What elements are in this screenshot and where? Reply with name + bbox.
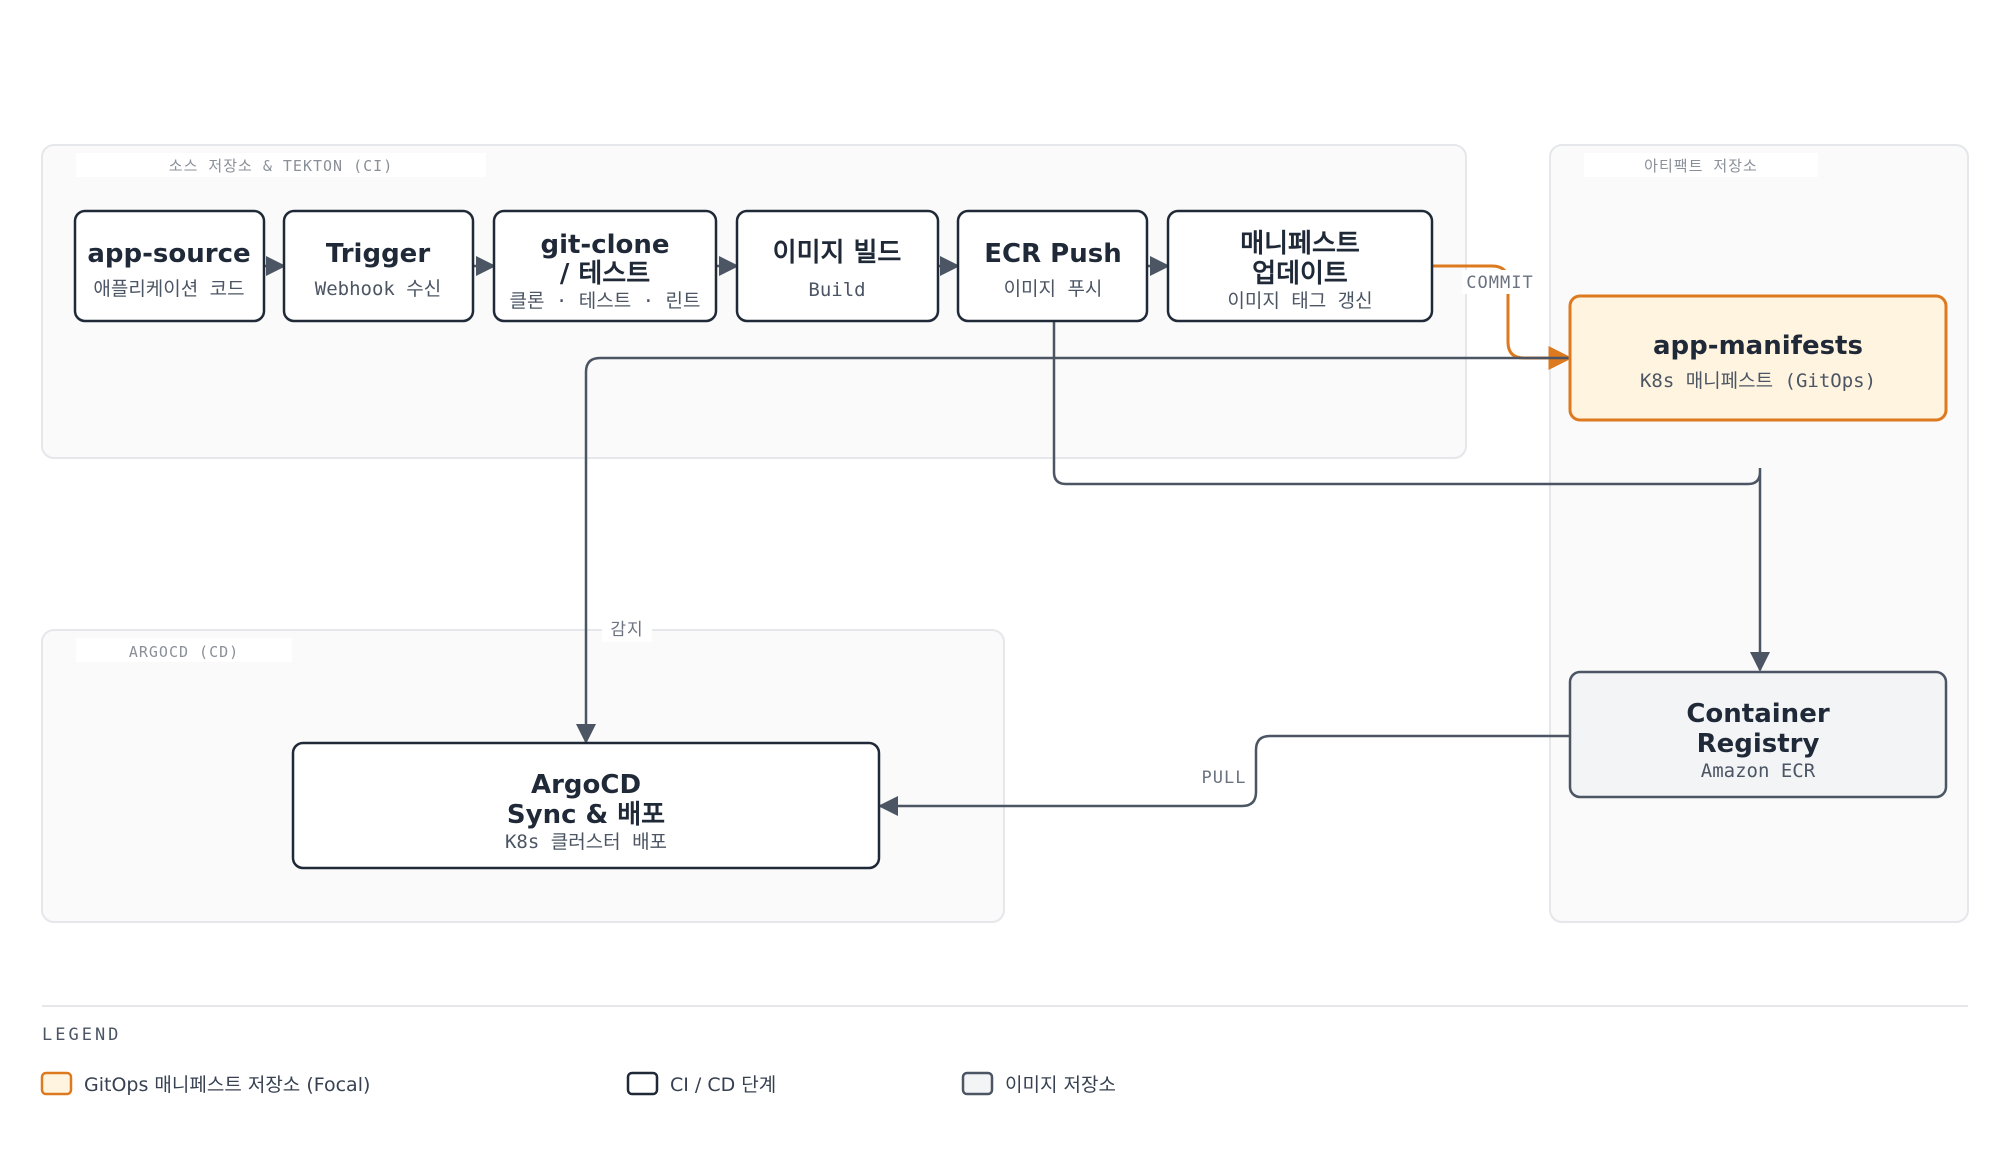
legend-item-step: CI / CD 단계 xyxy=(626,1071,776,1096)
node-argocd-title-2: Sync & 배포 xyxy=(507,800,665,830)
group-cd-title: ARGOCD (CD) xyxy=(129,643,239,661)
node-ecr-push[interactable]: ECR Push 이미지 푸시 xyxy=(956,209,1149,323)
edge-detect xyxy=(576,356,1570,744)
node-app-manifests-title: app-manifests xyxy=(1653,331,1863,361)
node-image-build[interactable]: 이미지 빌드 Build xyxy=(735,209,940,323)
legend-label-step: CI / CD 단계 xyxy=(670,1074,776,1096)
node-container-registry[interactable]: Container Registry Amazon ECR xyxy=(1568,670,1948,799)
node-image-build-sub: Build xyxy=(808,279,865,301)
node-container-registry-sub: Amazon ECR xyxy=(1701,760,1816,782)
node-app-manifests-sub: K8s 매니페스트 (GitOps) xyxy=(1640,370,1876,392)
node-image-build-title: 이미지 빌드 xyxy=(773,238,902,268)
node-git-clone-sub: 클론 · 테스트 · 린트 xyxy=(510,290,701,312)
node-app-source[interactable]: app-source 애플리케이션 코드 xyxy=(73,209,266,323)
edge-labels: COMMIT 감지 PULL xyxy=(602,270,1538,790)
group-ci-title: 소스 저장소 & TEKTON (CI) xyxy=(169,157,393,175)
node-container-registry-title-2: Registry xyxy=(1697,729,1820,759)
node-argocd-sub: K8s 클러스터 배포 xyxy=(505,831,667,853)
legend-swatch-focal xyxy=(40,1071,73,1096)
legend-swatch-step xyxy=(626,1071,659,1096)
node-trigger-title: Trigger xyxy=(326,239,430,269)
legend-label-focal: GitOps 매니페스트 저장소 (Focal) xyxy=(84,1074,370,1096)
node-argocd-title-1: ArgoCD xyxy=(531,770,641,800)
group-artifacts-title: 아티팩트 저장소 xyxy=(1644,157,1758,175)
node-app-source-sub: 애플리케이션 코드 xyxy=(93,278,244,300)
edge-pull xyxy=(878,734,1570,816)
legend-item-focal: GitOps 매니페스트 저장소 (Focal) xyxy=(40,1071,370,1096)
edge-label-pull: PULL xyxy=(1202,768,1247,788)
node-ecr-push-sub: 이미지 푸시 xyxy=(1004,278,1103,300)
legend: LEGEND GitOps 매니페스트 저장소 (Focal) CI / CD … xyxy=(40,1005,1968,1096)
edge-push-registry xyxy=(1052,320,1770,672)
edges xyxy=(264,256,1770,816)
node-git-clone-title-1: git-clone xyxy=(540,230,669,260)
node-manifest-update-sub: 이미지 태그 갱신 xyxy=(1227,290,1372,312)
legend-label-registry: 이미지 저장소 xyxy=(1005,1074,1116,1096)
node-trigger[interactable]: Trigger Webhook 수신 xyxy=(282,209,475,323)
legend-title: LEGEND xyxy=(42,1025,121,1045)
node-manifest-update[interactable]: 매니페스트 업데이트 이미지 태그 갱신 xyxy=(1166,209,1434,323)
node-manifest-update-title-1: 매니페스트 xyxy=(1240,229,1360,259)
legend-swatch-registry xyxy=(961,1071,994,1096)
node-trigger-sub: Webhook 수신 xyxy=(315,278,441,300)
node-argocd[interactable]: ArgoCD Sync & 배포 K8s 클러스터 배포 xyxy=(291,741,881,870)
edge-label-detect: 감지 xyxy=(610,620,643,640)
node-app-manifests[interactable]: app-manifests K8s 매니페스트 (GitOps) xyxy=(1568,294,1948,422)
node-git-clone-title-2: / 테스트 xyxy=(560,259,650,289)
legend-item-registry: 이미지 저장소 xyxy=(961,1071,1116,1096)
node-ecr-push-title: ECR Push xyxy=(984,239,1121,269)
edge-label-commit: COMMIT xyxy=(1466,273,1533,293)
node-container-registry-title-1: Container xyxy=(1686,699,1829,729)
node-git-clone[interactable]: git-clone / 테스트 클론 · 테스트 · 린트 xyxy=(492,209,718,323)
node-manifest-update-title-2: 업데이트 xyxy=(1252,259,1348,289)
node-app-source-title: app-source xyxy=(87,239,250,269)
